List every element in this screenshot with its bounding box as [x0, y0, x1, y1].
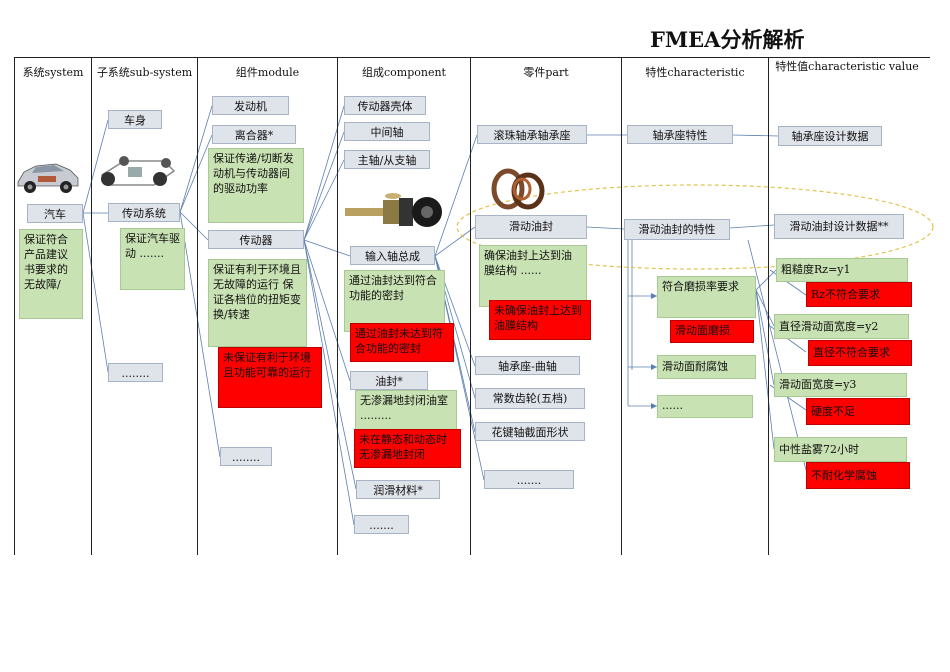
value-diameter-box: 直径滑动面宽度=y2	[774, 314, 909, 339]
value-roughness-failure-box: Rz不符合要求	[806, 282, 912, 307]
value-width-failure-box: 硬度不足	[806, 398, 910, 425]
subsystem-more-box[interactable]: ........	[108, 363, 163, 382]
module-engine-box[interactable]: 发动机	[212, 96, 289, 115]
column-divider	[197, 57, 198, 555]
component-input-failure-box: 通过油封未达到符合功能的密封	[350, 323, 454, 362]
module-clutch-box[interactable]: 离合器*	[212, 125, 296, 144]
char-corrosion-box: 滑动面耐腐蚀	[657, 355, 756, 379]
column-divider	[470, 57, 471, 555]
car-image	[14, 150, 82, 202]
subsystem-drive-box[interactable]: 传动系统	[108, 203, 180, 222]
column-divider	[14, 57, 15, 555]
module-transmission-function-box: 保证有利于环境且无故障的运行 保证各档位的扭矩变换/转速	[208, 259, 307, 347]
value-salt-box: 中性盐雾72小时	[774, 437, 907, 462]
component-main-shaft-box[interactable]: 主轴/从支轴	[344, 150, 430, 169]
component-seal-failure-box: 未在静态和动态时无渗漏地封闭	[354, 429, 461, 468]
part-more-box[interactable]: .......	[484, 470, 574, 489]
input-shaft-image	[343, 188, 443, 242]
part-gear-box[interactable]: 常数齿轮(五档)	[475, 388, 585, 409]
component-seal-function-box: 无渗漏地封闭油室 .........	[355, 390, 457, 430]
column-divider	[91, 57, 92, 555]
column-header-module: 组件module	[235, 66, 300, 79]
component-seal-box[interactable]: 油封*	[350, 371, 428, 390]
component-input-function-box: 通过油封达到符合功能的密封	[344, 270, 445, 332]
component-housing-box[interactable]: 传动器壳体	[344, 96, 426, 115]
char-bearing-box[interactable]: 轴承座特性	[627, 125, 733, 144]
system-function-box: 保证符合产品建议书要求的无故障/	[19, 229, 83, 319]
column-header-characteristic: 特性characteristic	[645, 66, 745, 79]
value-width-box: 滑动面宽度=y3	[774, 373, 907, 397]
char-seal-box[interactable]: 滑动油封的特性	[624, 219, 730, 240]
module-more-box[interactable]: ........	[220, 447, 272, 466]
part-sliding-seal-box[interactable]: 滑动油封	[475, 215, 587, 239]
part-spline-box[interactable]: 花键轴截面形状	[475, 422, 585, 441]
oil-seal-image	[488, 167, 550, 215]
char-more-box: ......	[657, 395, 753, 418]
char-wear-failure-box: 滑动面磨损	[670, 320, 754, 343]
part-seal-function-box: 确保油封上达到油膜结构 ......	[479, 245, 587, 307]
part-bearing-curve-box[interactable]: 轴承座-曲轴	[475, 356, 580, 375]
value-bearing-design-box[interactable]: 轴承座设计数据	[778, 126, 882, 146]
module-transmission-box[interactable]: 传动器	[208, 230, 304, 249]
component-more-box[interactable]: .......	[354, 515, 409, 534]
part-seal-failure-box: 未确保油封上达到油膜结构	[489, 300, 591, 340]
column-divider	[621, 57, 622, 555]
header-divider	[14, 57, 930, 58]
subsystem-function-box: 保证汽车驱动 .......	[120, 228, 185, 290]
page-title: FMEA分析解析	[650, 27, 805, 52]
column-header-component: 组成component	[362, 66, 446, 79]
column-header-part: 零件part	[523, 66, 569, 79]
module-clutch-function-box: 保证传递/切断发动机与传动器间的驱动功率	[208, 148, 304, 223]
part-bearing-seat-box[interactable]: 滚珠轴承轴承座	[477, 125, 587, 144]
component-input-shaft-box[interactable]: 输入轴总成	[350, 246, 435, 265]
column-divider	[337, 57, 338, 555]
value-diameter-failure-box: 直径不符合要求	[808, 340, 912, 366]
component-lubricant-box[interactable]: 润滑材料*	[356, 480, 440, 499]
column-divider	[768, 57, 769, 555]
system-car-box[interactable]: 汽车	[27, 204, 83, 223]
column-header-value: 特性值characteristic value	[775, 60, 919, 73]
char-wear-box: 符合磨损率要求	[657, 276, 756, 318]
value-roughness-box: 粗糙度Rz=y1	[776, 258, 908, 282]
value-seal-design-box[interactable]: 滑动油封设计数据**	[774, 214, 904, 239]
module-transmission-failure-box: 未保证有利于环境且功能可靠的运行	[218, 347, 322, 408]
value-salt-failure-box: 不耐化学腐蚀	[806, 462, 910, 489]
subsystem-body-box[interactable]: 车身	[108, 110, 162, 129]
column-header-subsystem: 子系统sub-system	[96, 66, 193, 79]
column-header-system: 系统system	[22, 66, 84, 79]
chassis-image	[94, 147, 178, 197]
component-mid-shaft-box[interactable]: 中间轴	[344, 122, 430, 141]
